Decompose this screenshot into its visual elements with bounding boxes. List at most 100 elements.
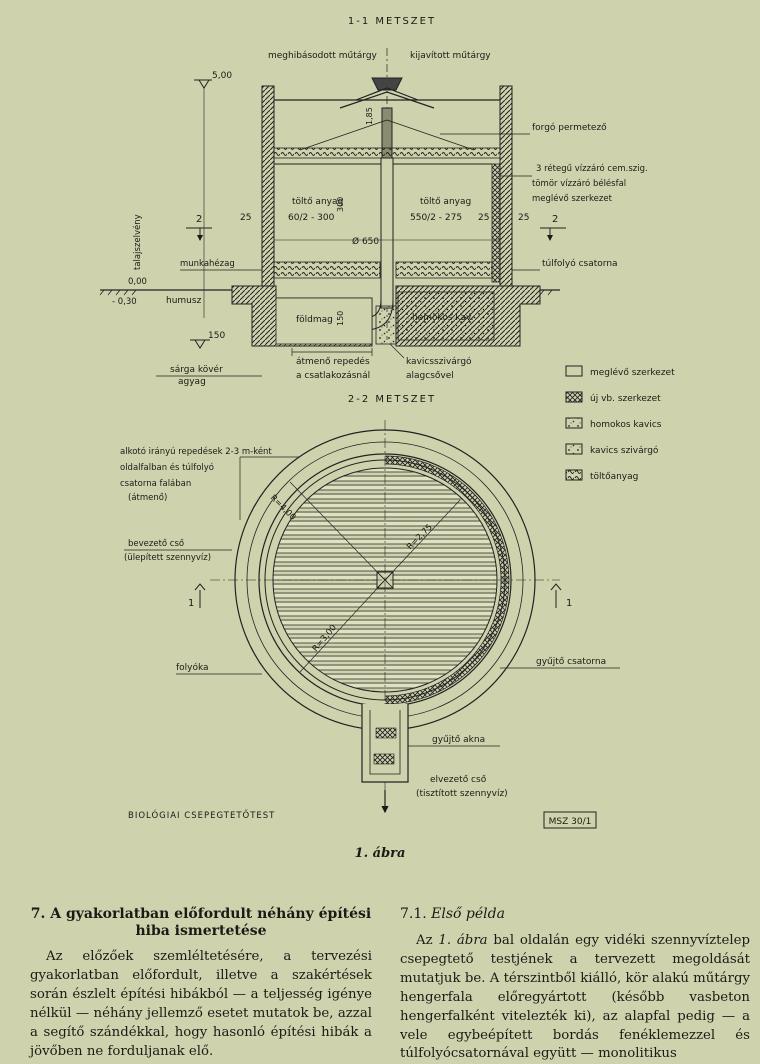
- radius-label-1: R=4,00: [268, 493, 298, 523]
- label-fill-left-size: 60/2 - 300: [288, 213, 335, 223]
- dim-25-right: 25: [478, 213, 489, 223]
- label-flume: folyóka: [176, 662, 209, 673]
- section-2-title: 2-2 METSZET: [348, 394, 436, 405]
- drawing-title: BIOLÓGIAI CSEPEGTETŐTEST: [128, 809, 275, 821]
- right-column: 7.1. Első példa Az 1. ábra bal oldalán e…: [400, 906, 750, 1064]
- sprayer-stays: [299, 119, 475, 151]
- sandy-gravel: [397, 291, 495, 341]
- legend-label-existing: meglévő szerkezet: [590, 367, 675, 378]
- label-fill-left: töltő anyag: [292, 197, 343, 207]
- rotating-sprayer: [371, 77, 403, 91]
- label-cracks-2: oldalfalban és túlfolyó: [120, 462, 214, 473]
- gravel-drain-box: [375, 305, 397, 345]
- label-fill-right-size: 550/2 - 275: [410, 213, 462, 223]
- legend-label-new: új vb. szerkezet: [590, 394, 661, 404]
- label-waterproof-2: tömör vízzáró bélésfal: [532, 178, 626, 189]
- label-transition-crack-1: átmenő repedés: [296, 356, 370, 367]
- plan-view: [210, 420, 560, 814]
- label-soil-profile: talajszelvény: [132, 214, 143, 270]
- right-heading-num: 7.1.: [400, 906, 427, 922]
- left-heading-line2: hiba ismertetése: [135, 923, 267, 939]
- label-damaged-structure: meghibásodott műtárgy: [268, 51, 378, 61]
- dim-300-label: 300: [336, 197, 345, 212]
- section-mark-2-left: 2: [196, 214, 202, 225]
- label-rotating-sprayer: forgó permetező: [532, 122, 607, 133]
- radius-line-1: [289, 481, 386, 581]
- right-body-ref: 1. ábra: [438, 933, 488, 948]
- arrow-2-right: [540, 227, 566, 240]
- label-repaired-structure: kijavított műtárgy: [410, 51, 491, 61]
- label-gravel-drain-2: alagcsővel: [406, 371, 454, 381]
- label-collector-well: gyűjtő akna: [432, 735, 485, 745]
- legend-swatch-existing: [565, 365, 583, 377]
- left-body: Az előzőek szemléltetésére, a tervezési …: [30, 949, 372, 1059]
- diam-650-label: Ø 650: [352, 236, 379, 247]
- level-150-marker: [190, 339, 210, 349]
- legend-label-drain: kavics szivárgó: [590, 445, 659, 456]
- radius-line-3: [299, 579, 386, 673]
- label-fill-right: töltő anyag: [420, 197, 471, 207]
- label-outlet-pipe-sub: (tisztított szennyvíz): [416, 789, 508, 799]
- central-pipe: [380, 157, 394, 309]
- leader-gravel-drain: [389, 343, 405, 359]
- right-heading: 7.1. Első példa: [400, 906, 750, 923]
- right-body-post: bal oldalán egy vidéki szennyvíztelep cs…: [400, 933, 750, 1062]
- label-overflow-channel: túlfolyó csatorna: [542, 258, 618, 269]
- left-heading: 7. A gyakorlatban előfordult néhány épít…: [30, 906, 372, 940]
- label-sandy-gravel: homokos kav.: [412, 313, 474, 323]
- collector-well-inner: [369, 710, 401, 775]
- label-inlet-pipe-sub: (ülepített szennyvíz): [124, 553, 211, 563]
- ground-hatch: [99, 289, 553, 296]
- label-clay: agyag: [178, 377, 206, 387]
- sprayer-arms: [339, 87, 435, 109]
- legend-swatch-fill: [565, 469, 583, 481]
- fill-bottom-right: [395, 261, 493, 279]
- fill-bottom-left: [273, 261, 381, 279]
- label-cracks-1: alkotó irányú repedések 2-3 m-ként: [120, 446, 272, 457]
- legend: meglévő szerkezet új vb. szerkezet homok…: [565, 365, 675, 482]
- right-lining: [491, 163, 501, 283]
- level-zero-label: 0,00: [128, 277, 147, 287]
- label-yellow-gravel: sárga kövér: [170, 364, 223, 375]
- dim-25-left: 25: [240, 213, 251, 223]
- soil-core: [275, 297, 373, 345]
- level-top-marker: [194, 79, 212, 89]
- right-wall: [499, 85, 513, 287]
- legend-swatch-new: [565, 391, 583, 403]
- legend-swatch-drain: [565, 443, 583, 455]
- level-030-label: - 0,30: [112, 297, 137, 307]
- section-1-title: 1-1 METSZET: [348, 16, 436, 27]
- legend-swatch-sandy: [565, 417, 583, 429]
- label-collector-channel: gyűjtő csatorna: [536, 657, 606, 667]
- right-heading-title: Első példa: [431, 906, 505, 922]
- label-humus: humusz: [166, 296, 202, 306]
- left-column: 7. A gyakorlatban előfordult néhány épít…: [30, 906, 372, 1061]
- standard-label: MSZ 30/1: [549, 817, 592, 827]
- label-soil-core: földmag: [296, 315, 333, 325]
- legend-label-fill: töltőanyag: [590, 472, 638, 482]
- label-cracks-4: (átmenő): [128, 493, 167, 503]
- standard-box: [543, 811, 597, 829]
- radius-line-2: [384, 499, 461, 581]
- collector-well: [361, 704, 409, 783]
- dim-150-label: 150: [336, 311, 345, 326]
- label-outlet-pipe: elvezető cső: [430, 775, 487, 785]
- right-body: Az 1. ábra bal oldalán egy vidéki szenny…: [400, 932, 750, 1064]
- figure-caption: 1. ábra: [354, 846, 406, 861]
- legend-label-sandy: homokos kavics: [590, 420, 662, 430]
- label-waterproof-1: 3 rétegű vízzáró cem.szig.: [536, 163, 648, 174]
- section-mark-2-right: 2: [552, 214, 558, 225]
- arrow-1-left: [194, 583, 206, 608]
- dim-185-label: 1,85: [365, 107, 374, 125]
- fill-top-layer: [273, 147, 501, 159]
- level-top-label: 5,00: [212, 71, 232, 81]
- label-gravel-drain-1: kavicsszivárgó: [406, 356, 472, 367]
- level-150-label: 150: [208, 331, 225, 341]
- left-wall: [261, 85, 275, 287]
- arrow-2-left: [186, 227, 212, 240]
- label-work-joint: munkahézag: [180, 258, 235, 269]
- collector-grate-2: [373, 753, 395, 765]
- label-cracks-3: csatorna falában: [120, 479, 191, 489]
- dim-25-far: 25: [518, 213, 529, 223]
- label-transition-crack-2: a csatlakozásnál: [296, 371, 370, 381]
